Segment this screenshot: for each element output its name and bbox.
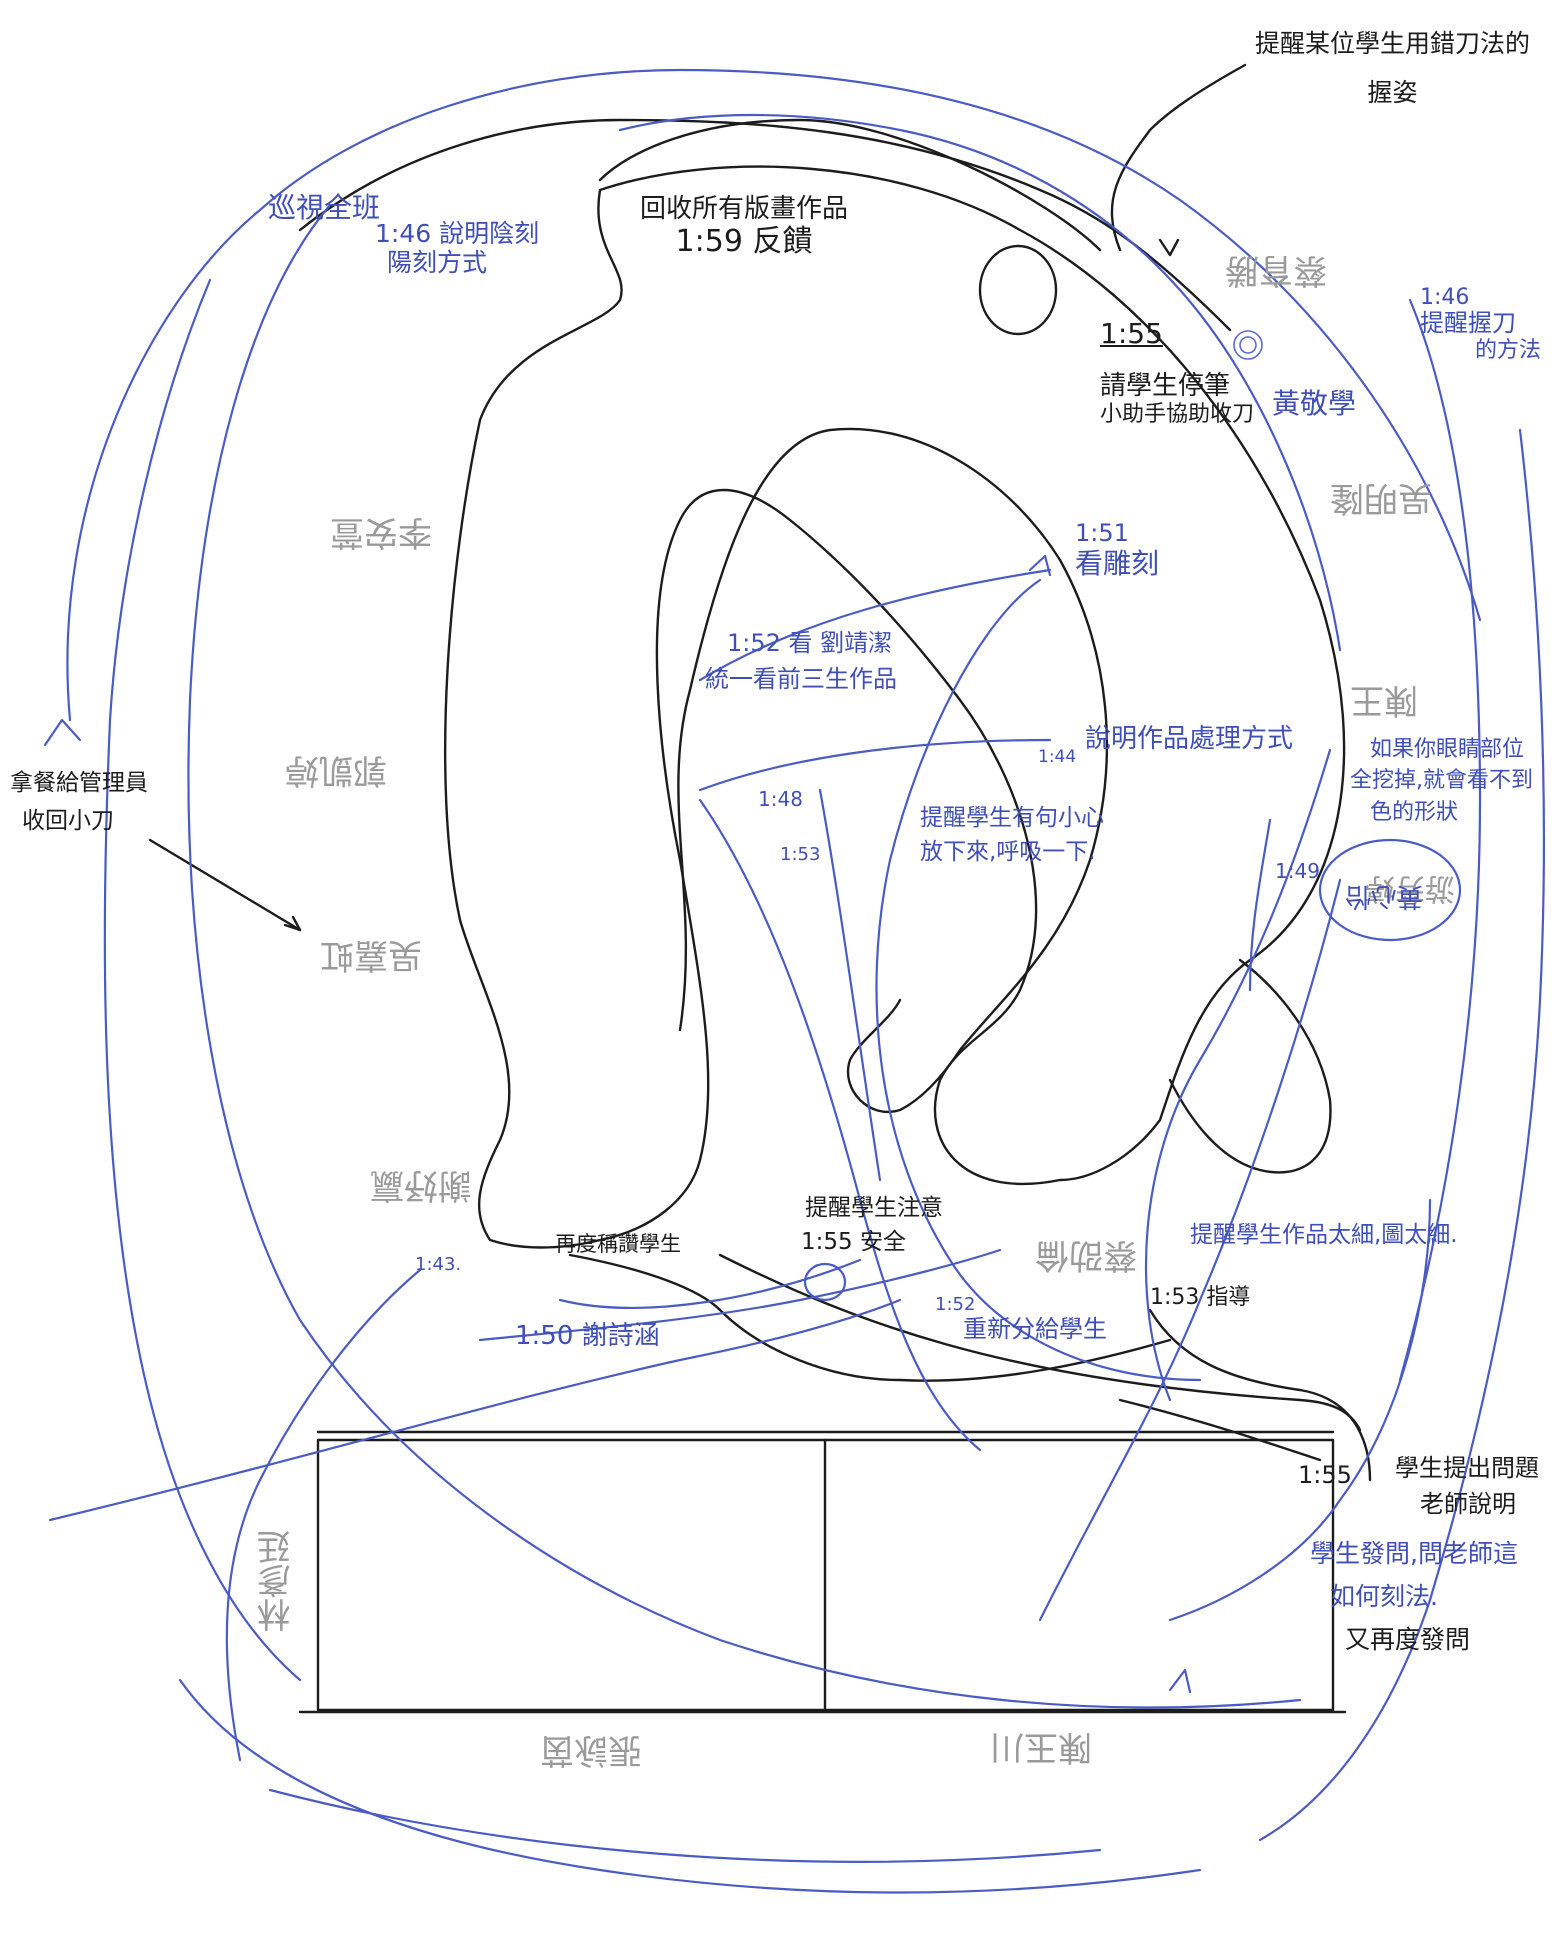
note-left-mid: 拿餐給管理員 收回小刀 <box>10 770 148 835</box>
outer-horseshoe <box>443 165 1346 1249</box>
note-1-43: 1:43. <box>415 1254 462 1275</box>
inner-horseshoe <box>677 427 1109 1113</box>
seat-label-right-1: 吳明隆 <box>1330 478 1432 519</box>
seat-label-bottom-mid: 蔡劭倫 <box>1035 1235 1137 1276</box>
note-1-50: 1:50 謝詩涵 <box>515 1321 660 1351</box>
top-right-note: 提醒某位學生用錯刀法的 握姿 <box>1255 29 1531 107</box>
note-1-55: 1:55 請學生停筆 小助手協助收刀 <box>1100 317 1255 428</box>
note-1-44-time: 1:44 <box>1038 747 1077 767</box>
note-1-55-safe: 提醒學生注意 1:55 安全 <box>801 1195 943 1256</box>
note-1-53-center: 1:53 <box>780 844 821 865</box>
note-praise: 再度稱讚學生 <box>555 1232 681 1256</box>
note-left-top: 1:46 說明陰刻 陽刻方式 <box>375 219 540 277</box>
head-circle <box>978 244 1058 336</box>
note-explain: 如果你眼睛部位 全挖掉,就會看不到 色的形狀 <box>1350 737 1533 825</box>
seat-label-table-left: 林彥廷 <box>257 1530 297 1632</box>
seat-label-left-3: 吳嘉虹 <box>320 935 422 976</box>
seat-label-table-bottom-right: 陳玉川 <box>990 1727 1092 1768</box>
note-watch: 黃敬學 <box>1272 387 1357 420</box>
note-left-corner: 巡視全班 <box>268 191 381 224</box>
note-remind: 提醒學生有句小心 放下來,呼吸一下. <box>920 805 1104 866</box>
note-right-q: 學生提出問題 老師說明 <box>1395 1454 1539 1518</box>
note-1-46-right: 1:46 提醒握刀 的方法 <box>1420 285 1542 363</box>
note-1-42 <box>1140 1727 1175 1737</box>
note-right-1-55: 1:55 <box>1298 1461 1352 1489</box>
seat-label-top-right-1: 蔡育勝 <box>1225 250 1327 291</box>
note-1-49: 1:49 <box>1275 859 1320 883</box>
note-1-53: 1:53 指導 <box>1150 1285 1251 1310</box>
seat-label-left-1: 李安萱 <box>330 512 432 553</box>
note-remind-small: 提醒學生作品太細,圖太細. <box>1190 1222 1458 1248</box>
note-right-ask: 學生發問,問老師這 如何刻法. 又再度發問 <box>1310 1539 1518 1654</box>
seat-label-left-2: 郭凱婷 <box>285 750 387 791</box>
seat-label-table-bottom-left: 張詠茵 <box>540 1730 642 1771</box>
note-1-48: 1:48 <box>758 787 803 811</box>
note-circled: 黃心怡 <box>1345 880 1424 911</box>
note-1-52-bottom: 1:52 重新分給學生 <box>935 1294 1107 1343</box>
seat-label-left-4: 謝妤嬴 <box>370 1165 472 1206</box>
top-note: 回收所有版畫作品 1:59 反饋 <box>640 194 849 259</box>
note-1-52-look: 1:52 看 劉靖潔 統一看前三生作品 <box>705 629 897 693</box>
note-1-51: 1:51 看雕刻 <box>1075 519 1160 580</box>
seat-label-right-2: 陳王 <box>1350 680 1418 721</box>
note-1-44: 說明作品處理方式 <box>1085 724 1294 754</box>
